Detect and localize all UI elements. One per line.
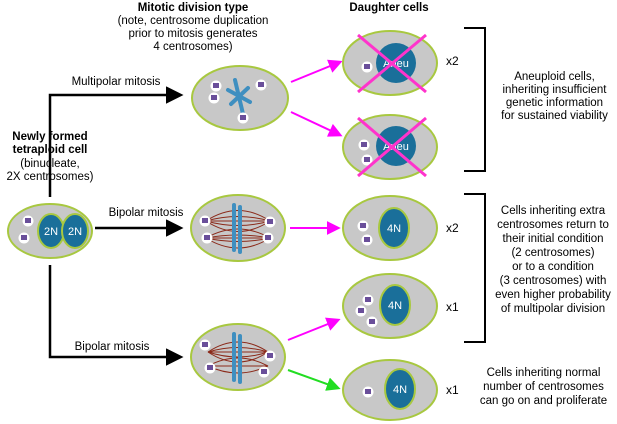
nucleus-right-label: 2N (68, 226, 82, 238)
chromosomes-1 (232, 203, 242, 254)
daughter-4n-3: 4N (342, 359, 438, 421)
fourN-1-label: 4N (387, 223, 401, 235)
bracket-aneuploid (464, 27, 486, 172)
multipolar-cell (191, 65, 289, 131)
daughter-cells-title: Daughter cells (349, 2, 429, 14)
bracket-extra (464, 193, 486, 343)
daughter-4n-1: 4N (342, 195, 438, 261)
count-extra: x1 (446, 300, 459, 314)
daughter-4n-2: 4N (342, 273, 438, 339)
brackets (464, 27, 486, 343)
start-desc-2: 2X centrosomes) (6, 171, 94, 183)
fourN-3-label: 4N (393, 384, 407, 396)
arrow-to-aneu-1 (290, 59, 343, 83)
division-type-note-1: (note, centrosome duplication (117, 15, 269, 27)
cross-2 (357, 116, 427, 178)
start-title-1: Newly formed (12, 131, 88, 143)
outcome-aneuploid-1: Aneuploid cells, (514, 71, 595, 83)
bipolar-cell-1 (190, 194, 286, 262)
bipolar-cell-2 (190, 323, 286, 391)
arrow-to-4n-2 (287, 317, 341, 341)
daughter-aneu-2: Aneu (342, 114, 438, 180)
outcome-aneuploid-4: for sustained viability (501, 110, 608, 122)
outcome-extra-3: their initial condition (502, 233, 604, 245)
multipolar-arrow (48, 86, 184, 197)
count-labels: x2 x2 x1 x1 (446, 54, 459, 397)
label-bipolar-1: Bipolar mitosis (108, 207, 184, 219)
daughter-aneu-1: Aneu (342, 30, 438, 96)
chromosomes-2 (232, 332, 242, 384)
label-multipolar: Multipolar mitosis (71, 76, 161, 88)
outcome-normal-3: can go on and proliferate (479, 395, 608, 407)
division-type-title: Mitotic division type (137, 2, 249, 14)
count-normal: x1 (446, 383, 459, 397)
arrow-to-4n-3 (287, 369, 341, 391)
daughter-arrows (287, 59, 343, 391)
bipolar-arrow-2 (48, 265, 184, 366)
count-bipolar-1: x2 (446, 221, 459, 235)
outcome-extra-8: of multipolar division (500, 303, 606, 315)
outcome-extra-6: (3 centrosomes) with (499, 275, 607, 287)
outcome-extra-1: Cells inheriting extra (500, 205, 606, 217)
fourN-2-label: 4N (388, 300, 402, 312)
arrow-to-aneu-2 (290, 111, 343, 137)
outcome-extra-7: even higher probability (495, 289, 611, 301)
outcome-extra-5: or to a condition (512, 261, 594, 273)
count-aneu: x2 (446, 54, 459, 68)
division-type-note-2: prior to mitosis generates (128, 28, 258, 40)
multipolar-chromosomes (226, 78, 252, 116)
start-desc-1: (binucleate, (20, 158, 80, 170)
pathway-arrows (48, 86, 184, 366)
division-type-note-3: 4 centrosomes) (153, 41, 233, 53)
outcome-aneuploid-2: inheriting insufficient (502, 84, 607, 96)
nucleus-right (61, 213, 89, 249)
label-bipolar-2: Bipolar mitosis (74, 341, 150, 353)
outcome-aneuploid-3: genetic information (505, 97, 604, 109)
outcome-normal-1: Cells inheriting normal (486, 367, 601, 379)
start-title-2: tetraploid cell (12, 144, 88, 156)
outcome-extra-2: centrosomes return to (497, 219, 609, 231)
outcome-normal-2: number of centrosomes (483, 381, 604, 393)
start-cell: 2N 2N (7, 203, 93, 259)
cross-1 (357, 33, 427, 94)
outcome-extra-4: (2 centrosomes) (511, 247, 595, 259)
nucleus-left-label: 2N (44, 226, 58, 238)
